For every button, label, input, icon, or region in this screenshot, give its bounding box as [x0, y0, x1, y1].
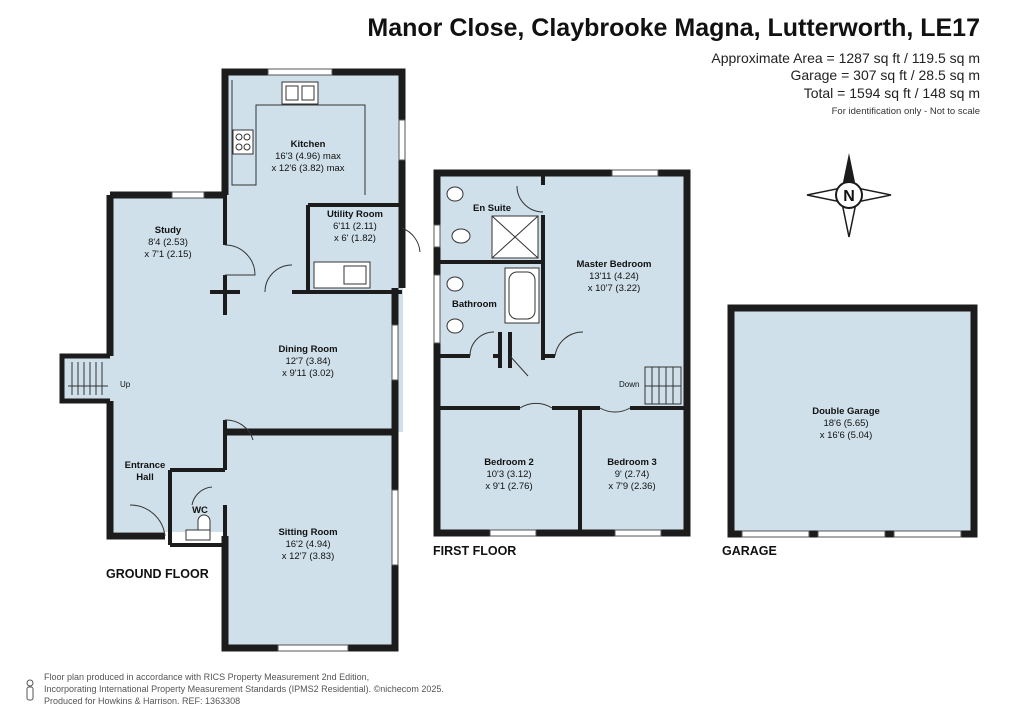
bedroom3-dim-1: 9' (2.74): [615, 469, 650, 480]
ground-windows: [171, 68, 406, 652]
kitchen-dim-2: x 12'6 (3.82) max: [271, 163, 344, 174]
bedroom3-dim-2: x 7'9 (2.36): [608, 481, 655, 492]
first-stairs: [644, 366, 682, 405]
first-doors: [469, 185, 631, 413]
kitchen-dim-1: 16'3 (4.96) max: [275, 151, 341, 162]
garage-name: Double Garage: [812, 406, 880, 417]
garage-dim-1: 18'6 (5.65): [823, 418, 868, 429]
kitchen-fittings: [185, 80, 371, 541]
bedroom3-name: Bedroom 3: [607, 457, 657, 468]
stairs-up-label: Up: [120, 380, 131, 389]
study-name: Study: [155, 225, 182, 236]
porch-walls: [59, 353, 110, 404]
first-outer-walls: [433, 169, 691, 537]
dining-name: Dining Room: [278, 344, 337, 355]
first-floor-fill: [437, 173, 687, 533]
sitting-name: Sitting Room: [278, 527, 337, 538]
person-icon: [26, 679, 34, 701]
first-inner-walls: [437, 173, 687, 533]
utility-dim-1: 6'11 (2.11): [333, 221, 377, 232]
master-name: Master Bedroom: [577, 259, 652, 270]
ground-inner-walls: [168, 195, 402, 547]
master-dim-1: 13'11 (4.24): [589, 271, 639, 282]
ground-floor-label: GROUND FLOOR: [106, 567, 209, 581]
study-dim-1: 8'4 (2.53): [148, 237, 188, 248]
ground-floor-plan: Kitchen 16'3 (4.96) max x 12'6 (3.82) ma…: [59, 68, 421, 652]
utility-name: Utility Room: [327, 209, 383, 220]
ground-stairs: [68, 362, 108, 395]
utility-dim-2: x 6' (1.82): [334, 233, 376, 244]
garage-label: GARAGE: [722, 544, 777, 558]
north-compass-icon: N: [806, 153, 892, 238]
first-floor-label: FIRST FLOOR: [433, 544, 517, 558]
kitchen-name: Kitchen: [291, 139, 326, 150]
sitting-room-fill: [225, 432, 395, 648]
sitting-dim-2: x 12'7 (3.83): [282, 551, 335, 562]
wc-name: WC: [192, 505, 208, 516]
dining-dim-2: x 9'11 (3.02): [282, 368, 334, 379]
ensuite-name: En Suite: [473, 203, 511, 214]
bedroom2-name: Bedroom 2: [484, 457, 534, 468]
garage-fill: [731, 308, 974, 534]
garage-doors: [741, 530, 962, 538]
approximate-area: Approximate Area = 1287 sq ft / 119.5 sq…: [711, 50, 980, 66]
bedroom2-dim-1: 10'3 (3.12): [486, 469, 531, 480]
first-fittings: [446, 186, 540, 334]
kitchen-dining-fill: [225, 72, 403, 432]
sitting-dim-1: 16'2 (4.94): [285, 539, 330, 550]
porch-fill: [62, 356, 110, 401]
compass-letter: N: [843, 188, 855, 205]
stairs-down-label: Down: [619, 380, 639, 389]
study-hall-fill: [110, 195, 225, 532]
entrance-name-2: Hall: [136, 472, 153, 483]
first-floor-plan: En Suite Bathroom Master Bedroom 13'11 (…: [433, 169, 691, 537]
footer-line-1: Floor plan produced in accordance with R…: [44, 672, 370, 682]
garage-plan: Double Garage 18'6 (5.65) x 16'6 (5.04): [727, 304, 978, 538]
first-windows: [433, 169, 662, 537]
total-area: Total = 1594 sq ft / 148 sq m: [803, 85, 980, 101]
page-title: Manor Close, Claybrooke Magna, Lutterwor…: [367, 14, 980, 42]
footer-line-3: Produced for Howkins & Harrison. REF: 13…: [44, 696, 241, 706]
bedroom2-dim-2: x 9'1 (2.76): [485, 481, 532, 492]
bathroom-name: Bathroom: [452, 299, 497, 310]
garage-dim-2: x 16'6 (5.04): [820, 430, 873, 441]
footer-line-2: Incorporating International Property Mea…: [44, 684, 444, 694]
dining-dim-1: 12'7 (3.84): [285, 356, 330, 367]
ground-doors: [129, 227, 421, 537]
entrance-name-1: Entrance: [125, 460, 166, 471]
identification-note: For identification only - Not to scale: [831, 106, 980, 117]
study-dim-2: x 7'1 (2.15): [144, 249, 191, 260]
garage-area: Garage = 307 sq ft / 28.5 sq m: [790, 67, 981, 83]
master-dim-2: x 10'7 (3.22): [588, 283, 641, 294]
